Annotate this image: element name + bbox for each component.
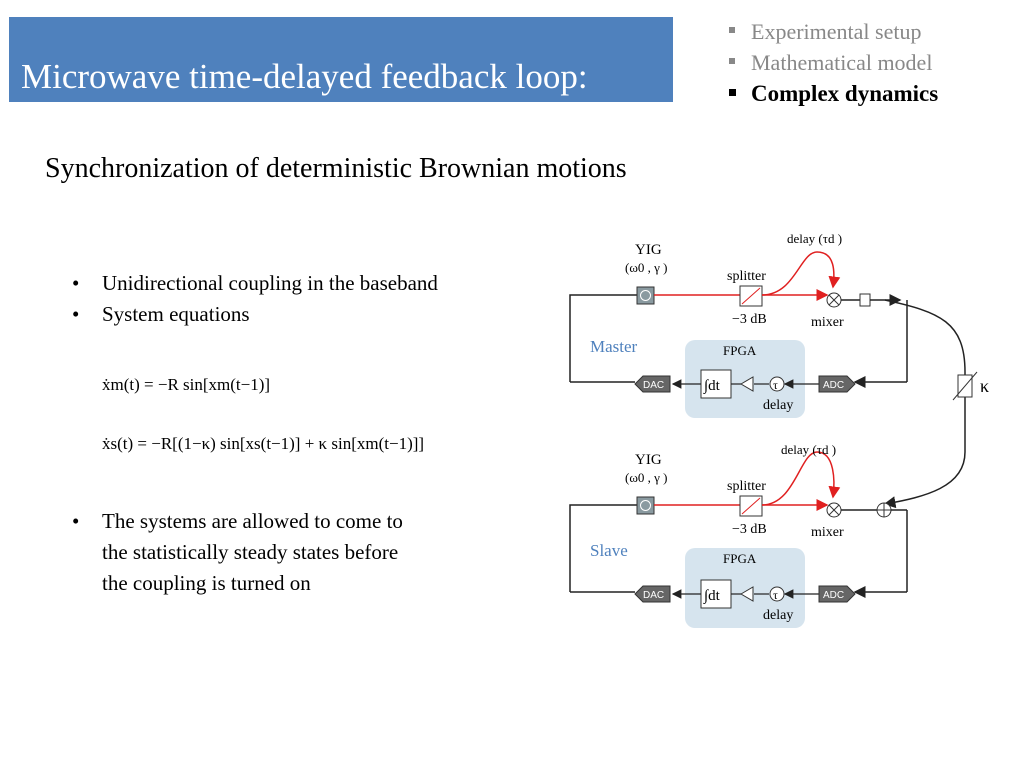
splitter-label: splitter (727, 479, 766, 494)
fpga-label: FPGA (723, 551, 757, 566)
dac-label: DAC (643, 380, 664, 391)
fpga-delay-label: delay (763, 608, 793, 623)
square-bullet-icon (729, 58, 735, 64)
equation-slave: ẋs(t) = −R[(1−κ) sin[xs(t−1)] + κ sin[xm… (102, 434, 425, 453)
sine-icon (640, 500, 651, 511)
equation-master: ẋm(t) = −R sin[xm(t−1)] (102, 375, 271, 394)
slave-wire-left (569, 504, 637, 592)
adc-box (818, 375, 856, 393)
integrator-label: ∫dt (703, 378, 721, 394)
yig-oscillator-icon (636, 286, 655, 305)
yig-params-label: (ω0 , γ ) (625, 260, 667, 275)
yig-label: YIG (635, 242, 662, 258)
yig-params-label: (ω0 , γ ) (625, 470, 667, 485)
bullet-list-2: • The systems are allowed to come to the… (70, 506, 403, 599)
bullet-text-line: The systems are allowed to come to (102, 509, 403, 533)
mixer-label: mixer (811, 315, 844, 330)
adc-box (818, 585, 856, 603)
minus3db-label: −3 dB (732, 312, 767, 327)
square-bullet-icon (729, 89, 736, 96)
nav-item-complex-dynamics[interactable]: Complex dynamics (727, 78, 938, 109)
master-label: Master (590, 337, 638, 356)
slide-subtitle: Synchronization of deterministic Brownia… (45, 153, 627, 184)
bullet-item: • System equations (70, 299, 438, 330)
nav-item-label: Complex dynamics (751, 81, 939, 106)
slave-label: Slave (590, 541, 628, 560)
delay-line (761, 251, 841, 296)
integrator-box (700, 579, 732, 609)
delay-top-label: delay (τd ) (787, 231, 842, 246)
tau-label: τ (773, 378, 778, 392)
filter-icon (859, 293, 871, 307)
section-nav: Experimental setup Mathematical model Co… (727, 16, 938, 109)
nav-item-label: Experimental setup (751, 19, 922, 44)
mixer-cross-2 (828, 504, 840, 516)
dac-box (634, 585, 671, 603)
amplifier-icon (740, 586, 754, 602)
minus3db-label: −3 dB (732, 522, 767, 537)
bullet-item: • Unidirectional coupling in the baseband (70, 268, 438, 299)
adc-label: ADC (823, 380, 844, 391)
delay-top-label: delay (τd ) (781, 442, 836, 457)
coupling-path: κ (883, 299, 989, 509)
bullet-item: • The systems are allowed to come to the… (70, 506, 403, 599)
delay-line (761, 451, 841, 506)
bullet-text-line: the coupling is turned on (102, 571, 311, 595)
yig-label: YIG (635, 452, 662, 468)
slave-loop: YIG (ω0 , γ ) delay (τd ) splitter −3 dB… (569, 442, 908, 628)
mixer-label: mixer (811, 525, 844, 540)
attenuator-arrow (952, 371, 978, 401)
bullet-text: System equations (102, 302, 250, 326)
bullet-text: Unidirectional coupling in the baseband (102, 271, 438, 295)
splitter-diagonal (741, 287, 761, 305)
dac-box (634, 375, 671, 393)
square-bullet-icon (729, 27, 735, 33)
adc-label: ADC (823, 590, 844, 601)
coupling-wire (883, 299, 966, 509)
bullet-dot-icon: • (72, 271, 80, 295)
sine-icon (640, 290, 651, 301)
master-loop: YIG (ω0 , γ ) delay (τd ) splitter −3 dB… (569, 231, 908, 418)
yig-oscillator-icon (636, 496, 655, 515)
nav-item-mathematical-model[interactable]: Mathematical model (727, 47, 938, 78)
bullet-text-line: the statistically steady states before (102, 540, 399, 564)
bullet-dot-icon: • (72, 302, 80, 326)
master-wire-left (569, 294, 637, 382)
amplifier-icon (740, 376, 754, 392)
feedback-loop-diagram: YIG (ω0 , γ ) delay (τd ) splitter −3 dB… (569, 231, 989, 628)
dac-label: DAC (643, 590, 664, 601)
fpga-delay-label: delay (763, 398, 793, 413)
slide-title: Microwave time-delayed feedback loop: (21, 57, 588, 96)
nav-item-experimental-setup[interactable]: Experimental setup (727, 16, 938, 47)
tau-label: τ (773, 588, 778, 602)
fpga-label: FPGA (723, 343, 757, 358)
nav-item-label: Mathematical model (751, 50, 933, 75)
bullet-dot-icon: • (72, 509, 80, 533)
mixer-cross-2 (828, 294, 840, 306)
title-banner: Microwave time-delayed feedback loop: (9, 17, 673, 102)
splitter-diagonal (741, 497, 761, 515)
splitter-label: splitter (727, 269, 766, 284)
kappa-label: κ (980, 376, 989, 396)
bullet-list: • Unidirectional coupling in the baseband… (70, 268, 438, 330)
integrator-label: ∫dt (703, 588, 721, 604)
